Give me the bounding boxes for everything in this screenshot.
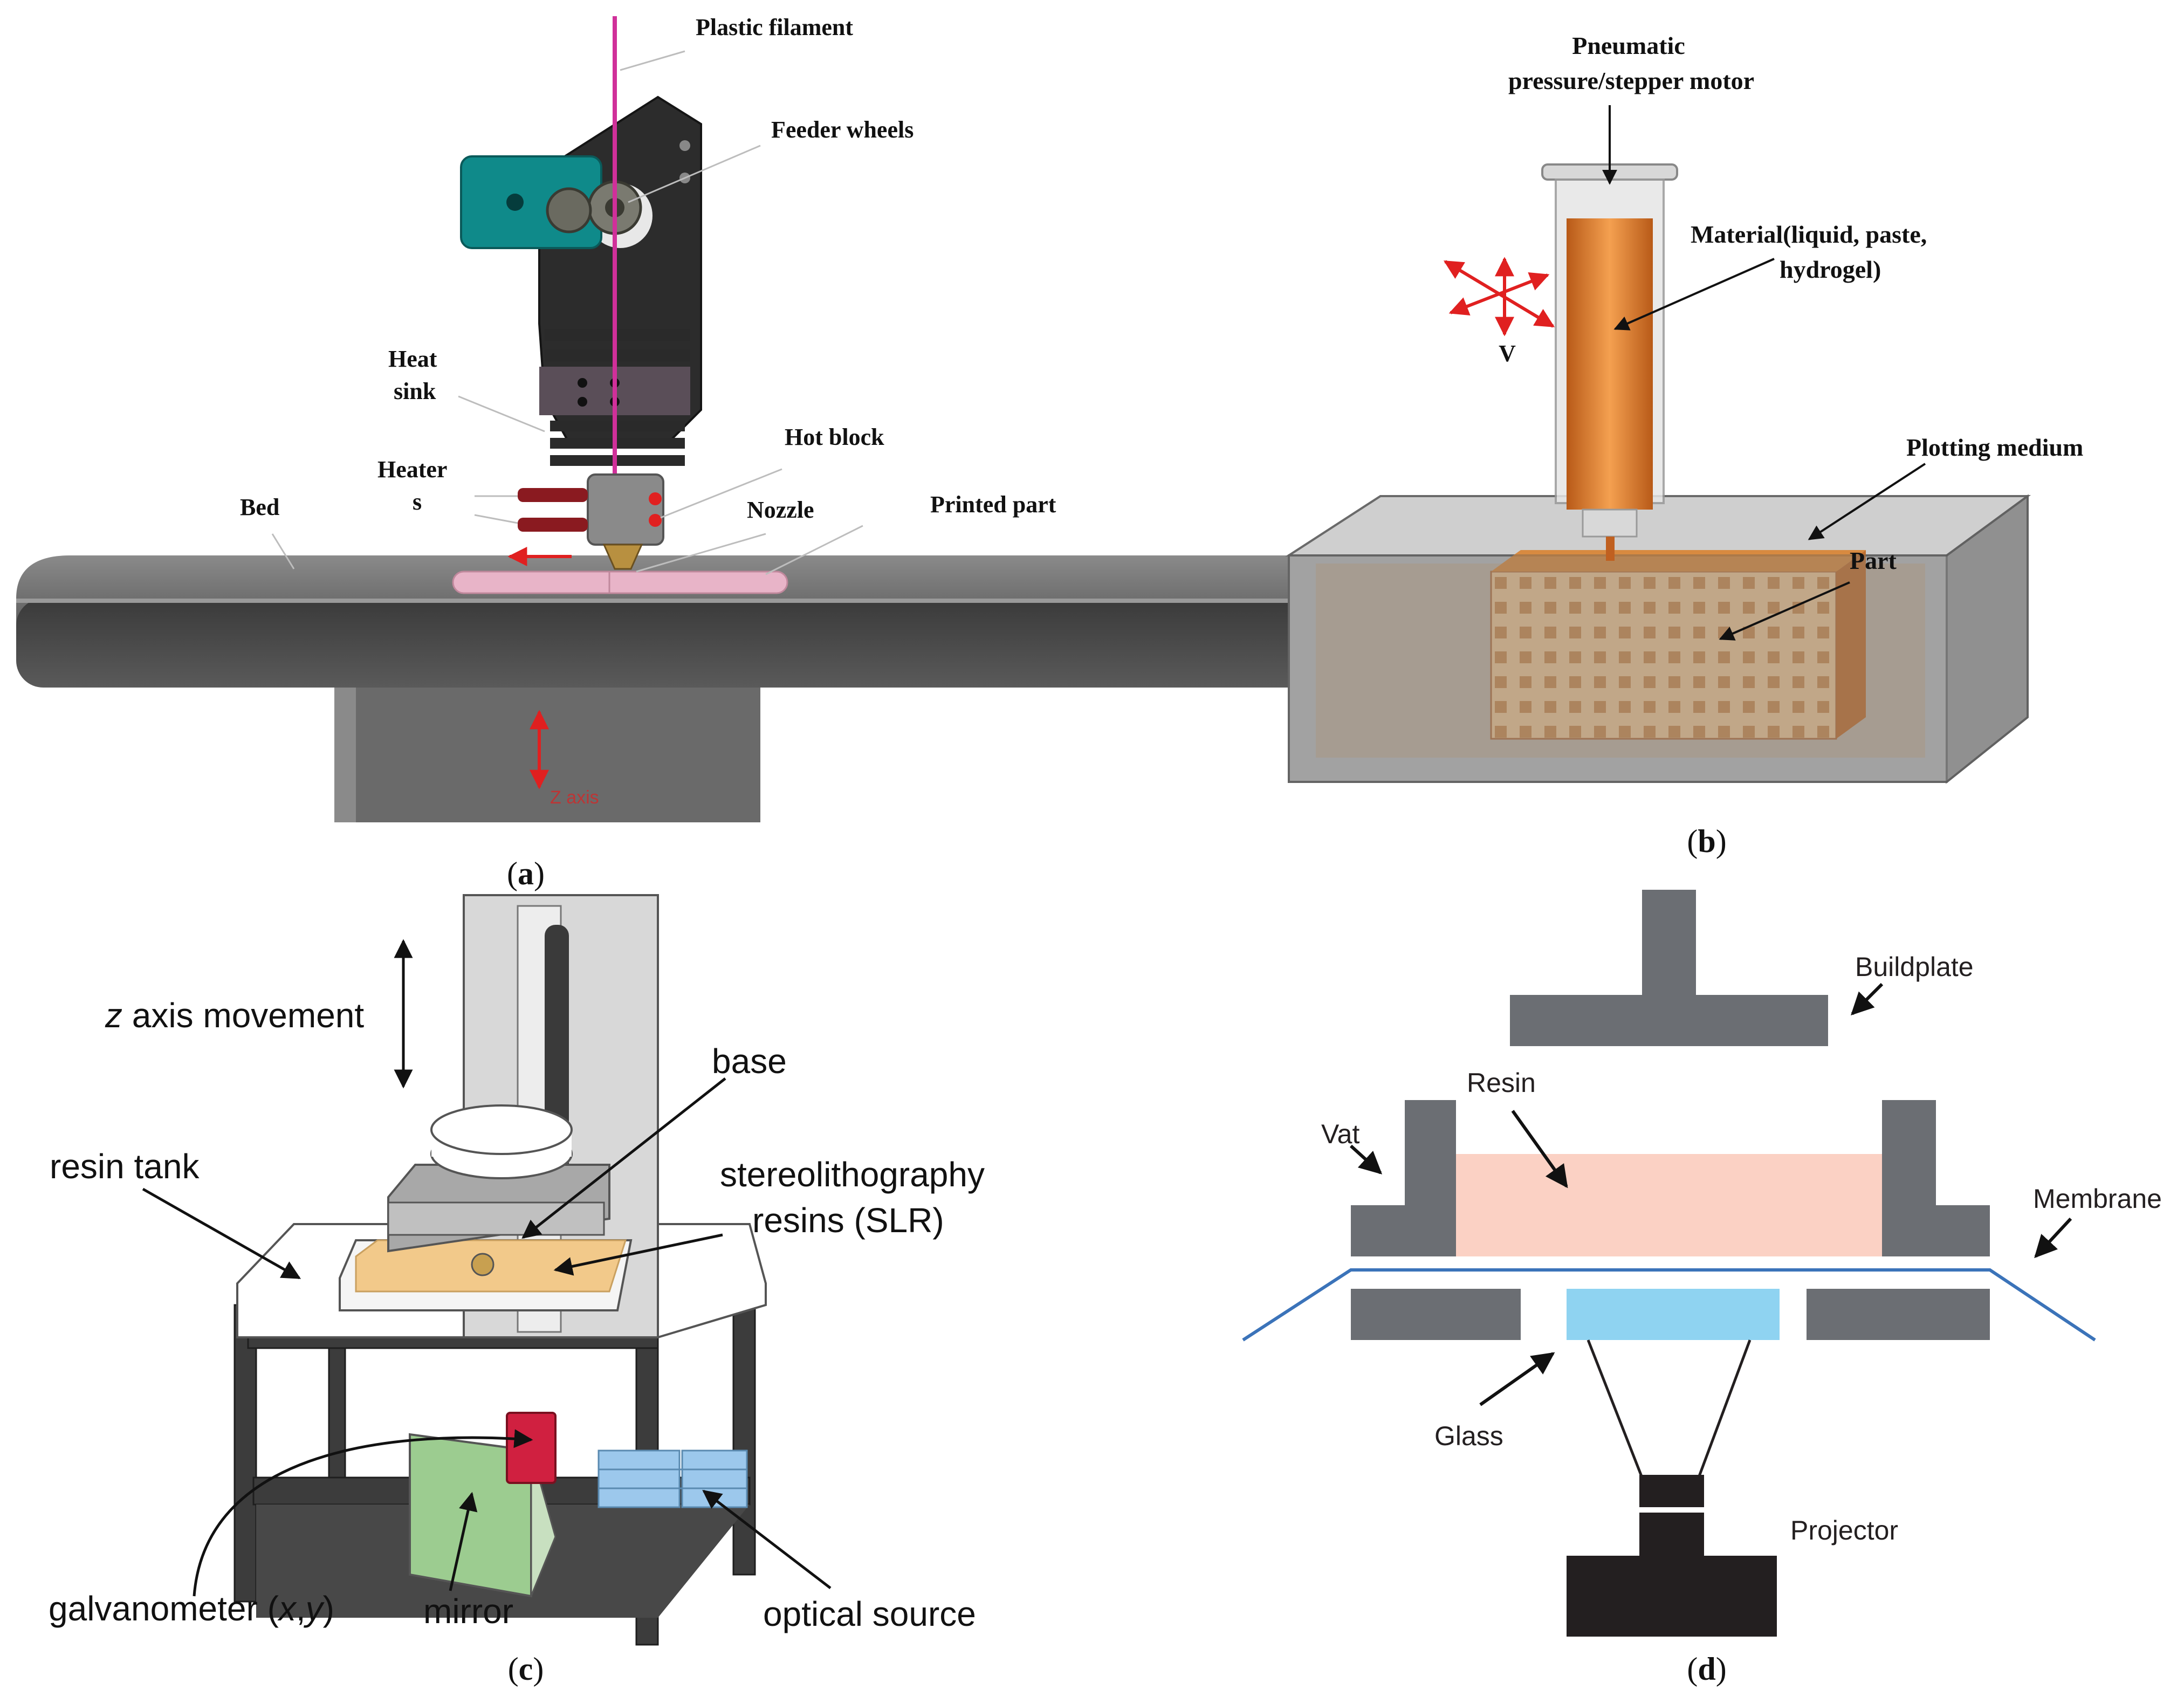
optical-source	[597, 1449, 748, 1508]
label-resin: Resin	[1467, 1068, 1536, 1098]
label-optical-source: optical source	[763, 1595, 976, 1633]
panel-d: Buildplate Resin Vat Membrane Glass Proj…	[1242, 890, 2162, 1687]
label-buildplate: Buildplate	[1855, 952, 1974, 982]
nozzle	[602, 544, 643, 570]
syringe-needle	[1606, 537, 1615, 561]
label-mirror: mirror	[423, 1592, 513, 1631]
label-slr-2: resins (SLR)	[752, 1201, 944, 1240]
label-glass: Glass	[1434, 1421, 1503, 1451]
label-printed-part: Printed part	[930, 491, 1056, 518]
velocity-axes	[1443, 257, 1555, 336]
buildplate	[1642, 890, 1696, 998]
caption-d: (d)	[1687, 1651, 1726, 1687]
vat-left	[1351, 1100, 1456, 1256]
label-plastic-filament: Plastic filament	[696, 14, 853, 40]
heater-rod	[518, 488, 588, 502]
caption-c: (c)	[508, 1651, 544, 1687]
label-pneumatic-2: pressure/stepper motor	[1508, 67, 1754, 94]
label-part: Part	[1850, 547, 1897, 574]
label-slr-1: stereolithography	[720, 1155, 985, 1194]
label-galvanometer: galvanometer (x,y)	[49, 1589, 334, 1628]
label-heat-sink-1: Heat	[388, 346, 437, 372]
svg-text:Z axis: Z axis	[550, 787, 599, 808]
label-plotting-medium: Plotting medium	[1906, 434, 2083, 461]
label-heaters-1: Heater	[377, 456, 447, 483]
label-membrane: Membrane	[2033, 1184, 2162, 1214]
membrane	[1242, 1268, 2096, 1342]
panel-b: V Pneumatic pressure/stepper motor Mater…	[1285, 32, 2083, 859]
caption-a: (a)	[507, 856, 545, 891]
label-projector: Projector	[1790, 1515, 1898, 1545]
label-nozzle: Nozzle	[747, 497, 814, 523]
lattice-part	[1490, 571, 1837, 740]
bed-column	[334, 685, 760, 822]
galvanometer	[506, 1412, 557, 1484]
caption-b: (b)	[1687, 823, 1726, 859]
label-material-1: Material(liquid, paste,	[1691, 221, 1927, 248]
panel-c: z axis movement base resin tank stereoli…	[49, 894, 985, 1687]
label-bed: Bed	[240, 494, 279, 520]
label-feeder-wheels: Feeder wheels	[771, 116, 914, 143]
label-z-axis-movement: z axis movement	[105, 996, 364, 1035]
label-heaters-2: s	[413, 489, 422, 515]
label-material-2: hydrogel)	[1780, 256, 1881, 283]
glass-support-left	[1351, 1289, 1521, 1340]
label-resin-tank: resin tank	[50, 1147, 200, 1186]
label-vat: Vat	[1321, 1119, 1359, 1149]
glass-support-right	[1807, 1289, 1990, 1340]
panel-a: Z axis	[16, 14, 1360, 891]
resin-volume	[1456, 1154, 1882, 1256]
vat-right	[1882, 1100, 1990, 1256]
hot-block	[587, 473, 664, 546]
label-base: base	[712, 1042, 787, 1081]
projector	[1639, 1475, 1704, 1507]
glass-window	[1567, 1289, 1780, 1340]
label-velocity: V	[1499, 340, 1516, 367]
printed-part	[452, 571, 788, 594]
label-pneumatic-1: Pneumatic	[1572, 32, 1685, 59]
label-heat-sink-2: sink	[394, 378, 436, 404]
label-hot-block: Hot block	[785, 424, 884, 450]
